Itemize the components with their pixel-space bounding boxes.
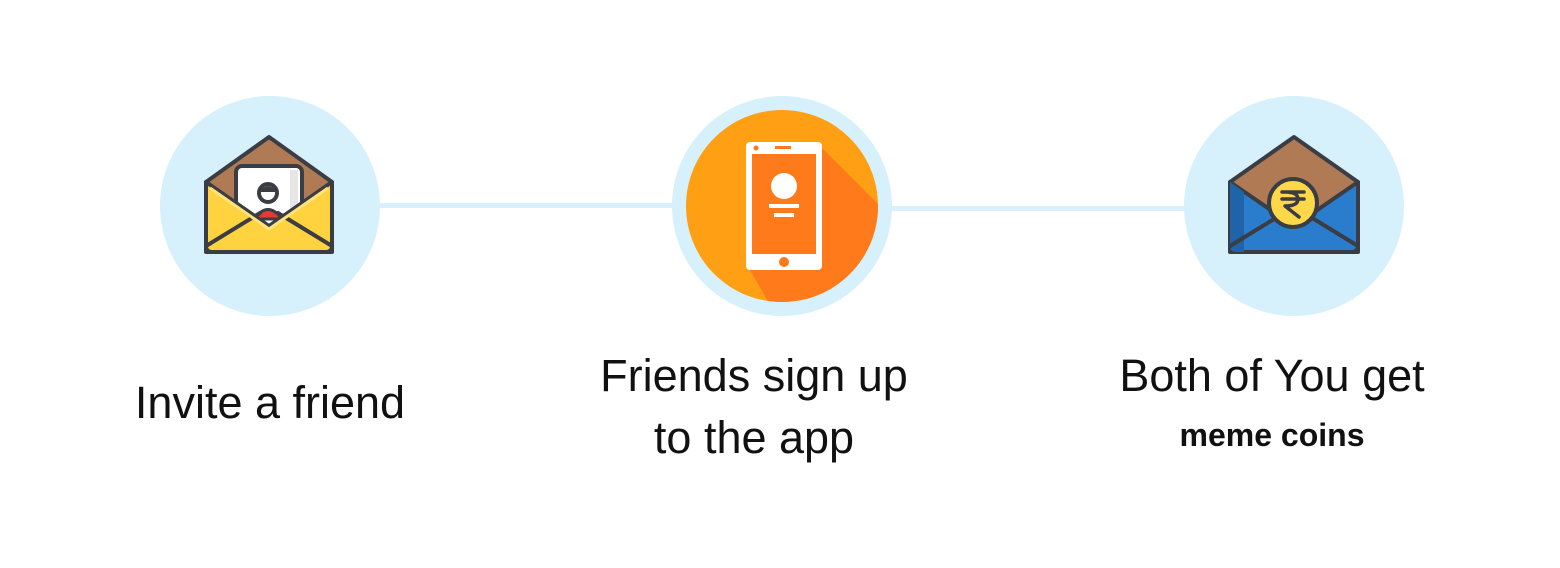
- step-signup-label: Friends sign up to the app: [574, 345, 934, 469]
- step-label-line: Both of You get: [1119, 350, 1425, 401]
- step-label-line: Invite a friend: [134, 377, 406, 428]
- step-reward-label: Both of You get meme coins: [1092, 345, 1452, 457]
- step-label-line: Friends sign up: [600, 350, 908, 401]
- step-reward-circle: [1184, 96, 1404, 316]
- connector-line: [378, 203, 673, 208]
- step-signup-circle: [672, 96, 892, 316]
- smartphone-icon: [686, 110, 878, 302]
- reward-coin-label: meme coins: [1179, 417, 1365, 453]
- envelope-contact-icon: [204, 135, 334, 254]
- step-invite-circle: [160, 96, 380, 316]
- step-invite-label: Invite a friend: [90, 372, 450, 434]
- connector-line: [888, 206, 1185, 211]
- envelope-rupee-icon: [1228, 135, 1360, 254]
- step-label-line: to the app: [653, 412, 855, 463]
